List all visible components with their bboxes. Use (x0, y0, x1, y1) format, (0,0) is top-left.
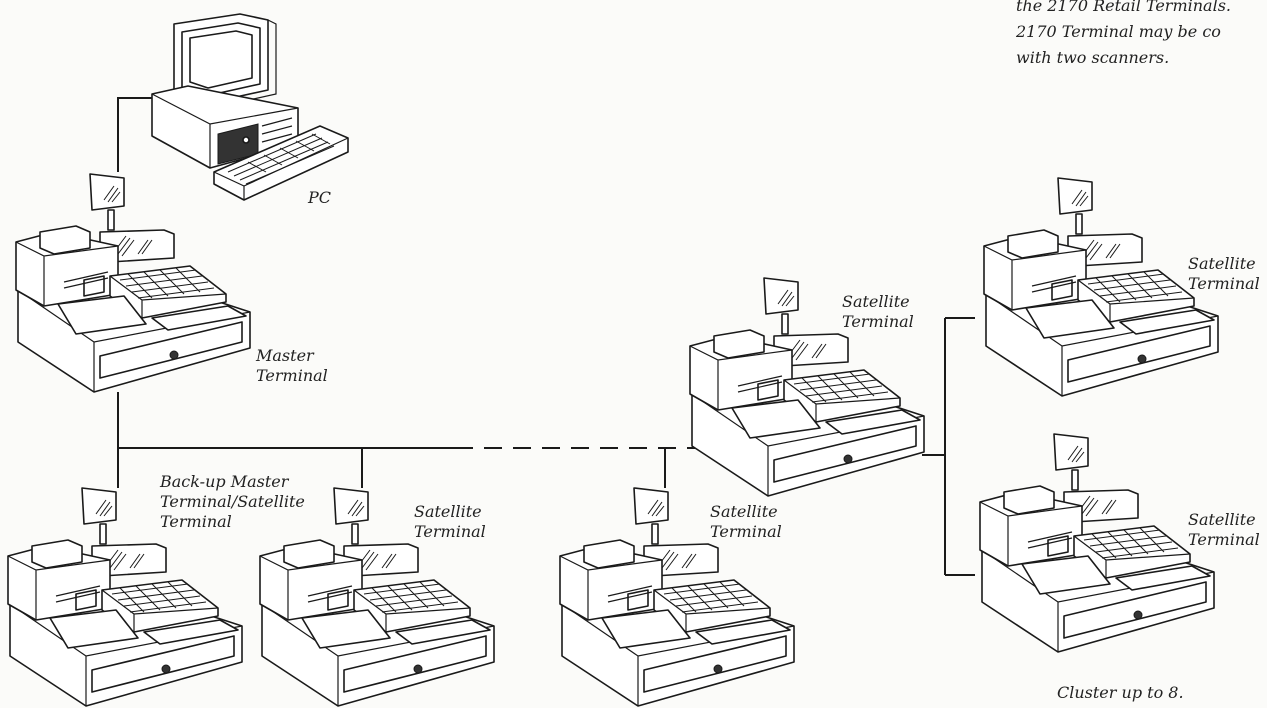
satellite-label-line-2: Terminal (842, 312, 914, 332)
backup-label-line-3: Terminal (160, 512, 305, 532)
master-label-line-1: Master (256, 346, 328, 366)
cluster-note: Cluster up to 8. (1057, 683, 1184, 703)
caption: the 2170 Retail Terminals. 2170 Terminal… (1016, 0, 1231, 71)
satellite-label-line-1: Satellite (1188, 254, 1260, 274)
pos-terminal-icon (982, 176, 1222, 398)
pos-terminal-icon (14, 172, 254, 394)
pos-terminal-icon (978, 432, 1218, 654)
backup-label-line-1: Back-up Master (160, 472, 305, 492)
satellite-hub-label: Satellite Terminal (842, 292, 914, 332)
caption-line-3: with two scanners. (1016, 45, 1231, 71)
satellite-3-label: Satellite Terminal (710, 502, 782, 542)
backup-label-line-2: Terminal/Satellite (160, 492, 305, 512)
satellite-terminal-cluster-bottom (978, 432, 1218, 654)
satellite-label-line-1: Satellite (710, 502, 782, 522)
satellite-label-line-2: Terminal (710, 522, 782, 542)
satellite-label-line-2: Terminal (1188, 274, 1260, 294)
satellite-label-line-1: Satellite (842, 292, 914, 312)
master-label-line-2: Terminal (256, 366, 328, 386)
satellite-label-line-1: Satellite (414, 502, 486, 522)
backup-master-label: Back-up Master Terminal/Satellite Termin… (160, 472, 305, 532)
pc-label: PC (308, 188, 331, 208)
pc-link (118, 98, 152, 172)
satellite-label-line-2: Terminal (1188, 530, 1260, 550)
master-terminal-label: Master Terminal (256, 346, 328, 386)
satellite-label-line-1: Satellite (1188, 510, 1260, 530)
cluster-bracket (945, 318, 975, 575)
satellite-cluster-bottom-label: Satellite Terminal (1188, 510, 1260, 550)
satellite-terminal-cluster-top (982, 176, 1222, 398)
satellite-2-label: Satellite Terminal (414, 502, 486, 542)
master-terminal (14, 172, 254, 394)
satellite-cluster-top-label: Satellite Terminal (1188, 254, 1260, 294)
caption-line-1: the 2170 Retail Terminals. (1016, 0, 1231, 19)
caption-line-2: 2170 Terminal may be co (1016, 19, 1231, 45)
satellite-label-line-2: Terminal (414, 522, 486, 542)
